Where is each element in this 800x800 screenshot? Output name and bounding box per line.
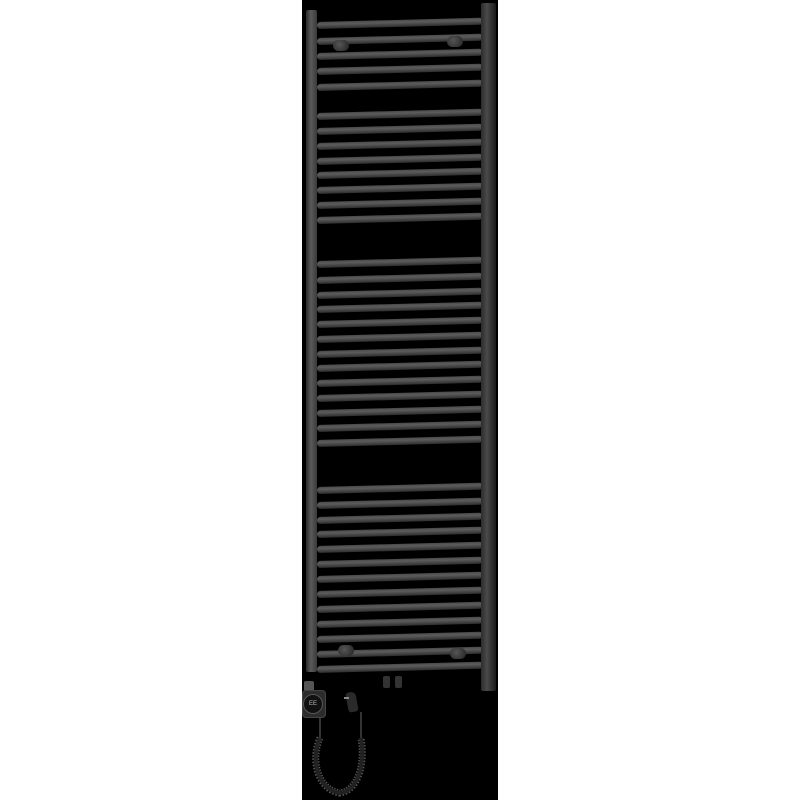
controller-display: EE bbox=[308, 701, 317, 707]
wall-bracket bbox=[447, 36, 463, 47]
wall-bracket bbox=[333, 40, 349, 51]
heating-controller bbox=[304, 681, 314, 691]
valve bbox=[395, 676, 402, 688]
wall-bracket bbox=[450, 648, 466, 659]
left-rail bbox=[306, 10, 317, 672]
controller-dial-icon: EE bbox=[303, 694, 323, 714]
valve bbox=[383, 676, 390, 688]
right-rail bbox=[481, 3, 496, 691]
wall-bracket bbox=[338, 645, 354, 656]
plug-pin bbox=[344, 697, 349, 699]
